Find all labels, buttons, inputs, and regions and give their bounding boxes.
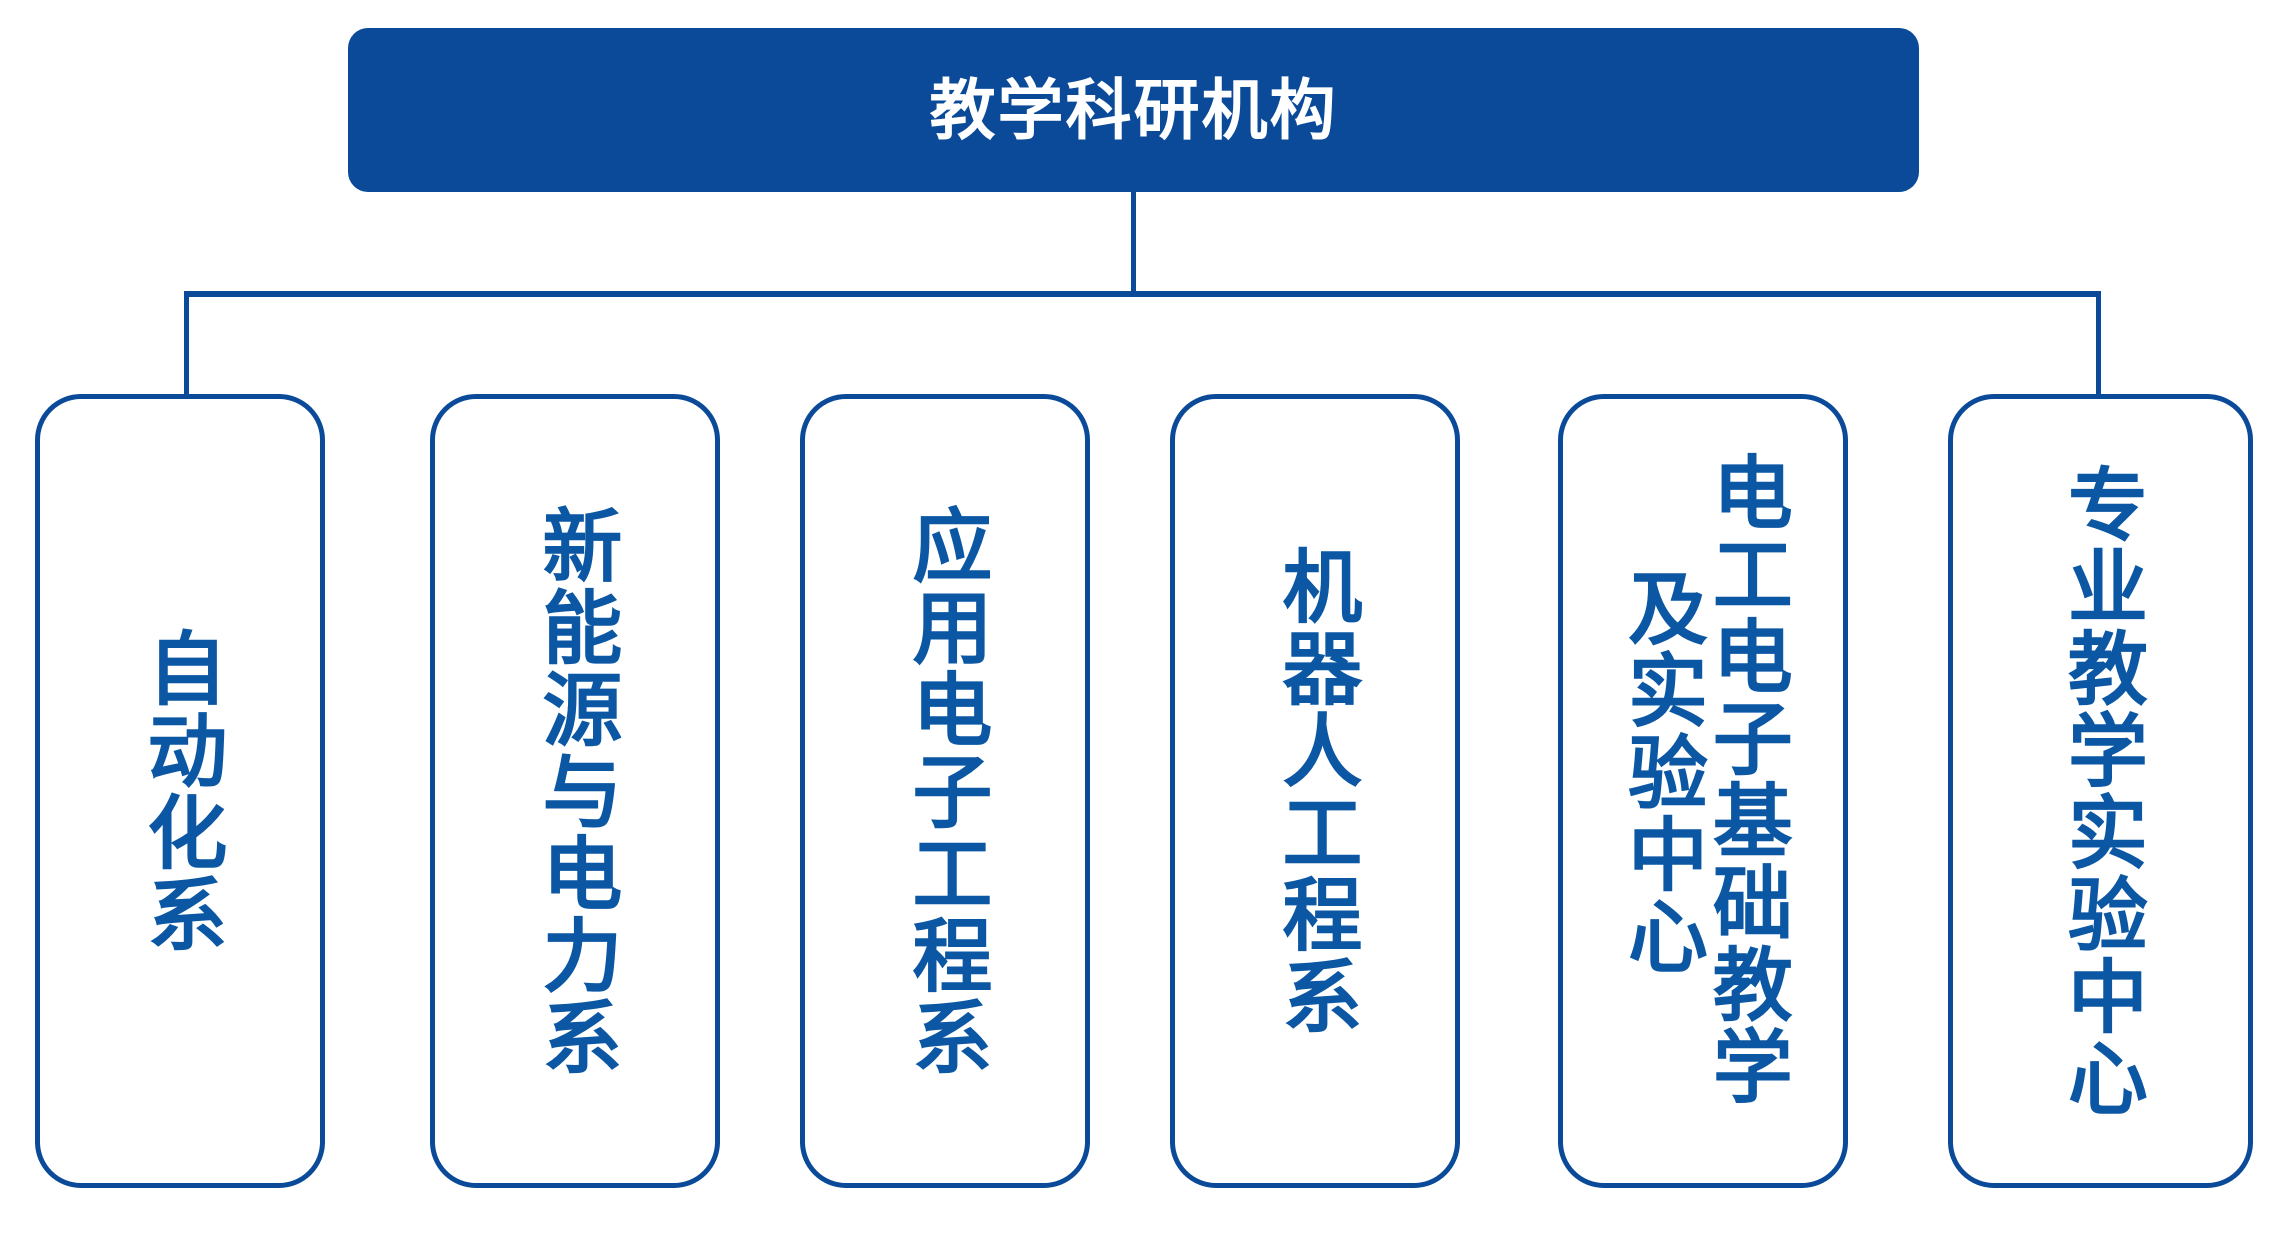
child-node-text-columns: 机器人工程系 (1175, 399, 1455, 1183)
child-node-text-columns: 自动化系 (40, 399, 320, 1183)
connector-root-stem (1131, 192, 1136, 295)
root-node-teaching-research-institutions[interactable]: 教学科研机构 (348, 28, 1919, 192)
root-node-label: 教学科研机构 (929, 73, 1338, 147)
child-node-robotics[interactable]: 机器人工程系 (1170, 394, 1460, 1188)
child-node-applied-electronics[interactable]: 应用电子工程系 (800, 394, 1090, 1188)
child-node-automation[interactable]: 自动化系 (35, 394, 325, 1188)
connector-drop-left (184, 291, 189, 397)
child-node-label: 专业教学实验中心 (2056, 463, 2146, 1119)
connector-drop-right (2096, 291, 2101, 397)
child-node-new-energy-power[interactable]: 新能源与电力系 (430, 394, 720, 1188)
child-node-label: 应用电子工程系 (901, 504, 991, 1078)
child-node-text-columns: 新能源与电力系 (435, 399, 715, 1183)
child-node-label: 机器人工程系 (1271, 545, 1361, 1037)
child-node-ee-basic-center[interactable]: 电工电子基础教学 及实验中心 (1558, 394, 1848, 1188)
child-node-text-columns: 应用电子工程系 (805, 399, 1085, 1183)
connector-horizontal-bus (184, 291, 2101, 297)
child-node-text-columns: 电工电子基础教学 及实验中心 (1563, 399, 1843, 1183)
child-node-label: 自动化系 (136, 627, 226, 955)
child-node-label-column-primary: 电工电子基础教学 (1701, 451, 1791, 1107)
child-node-label-column-secondary: 及实验中心 (1617, 567, 1706, 977)
child-node-text-columns: 专业教学实验中心 (1953, 399, 2248, 1183)
child-node-teaching-lab-center[interactable]: 专业教学实验中心 (1948, 394, 2253, 1188)
child-node-label: 新能源与电力系 (531, 504, 621, 1078)
